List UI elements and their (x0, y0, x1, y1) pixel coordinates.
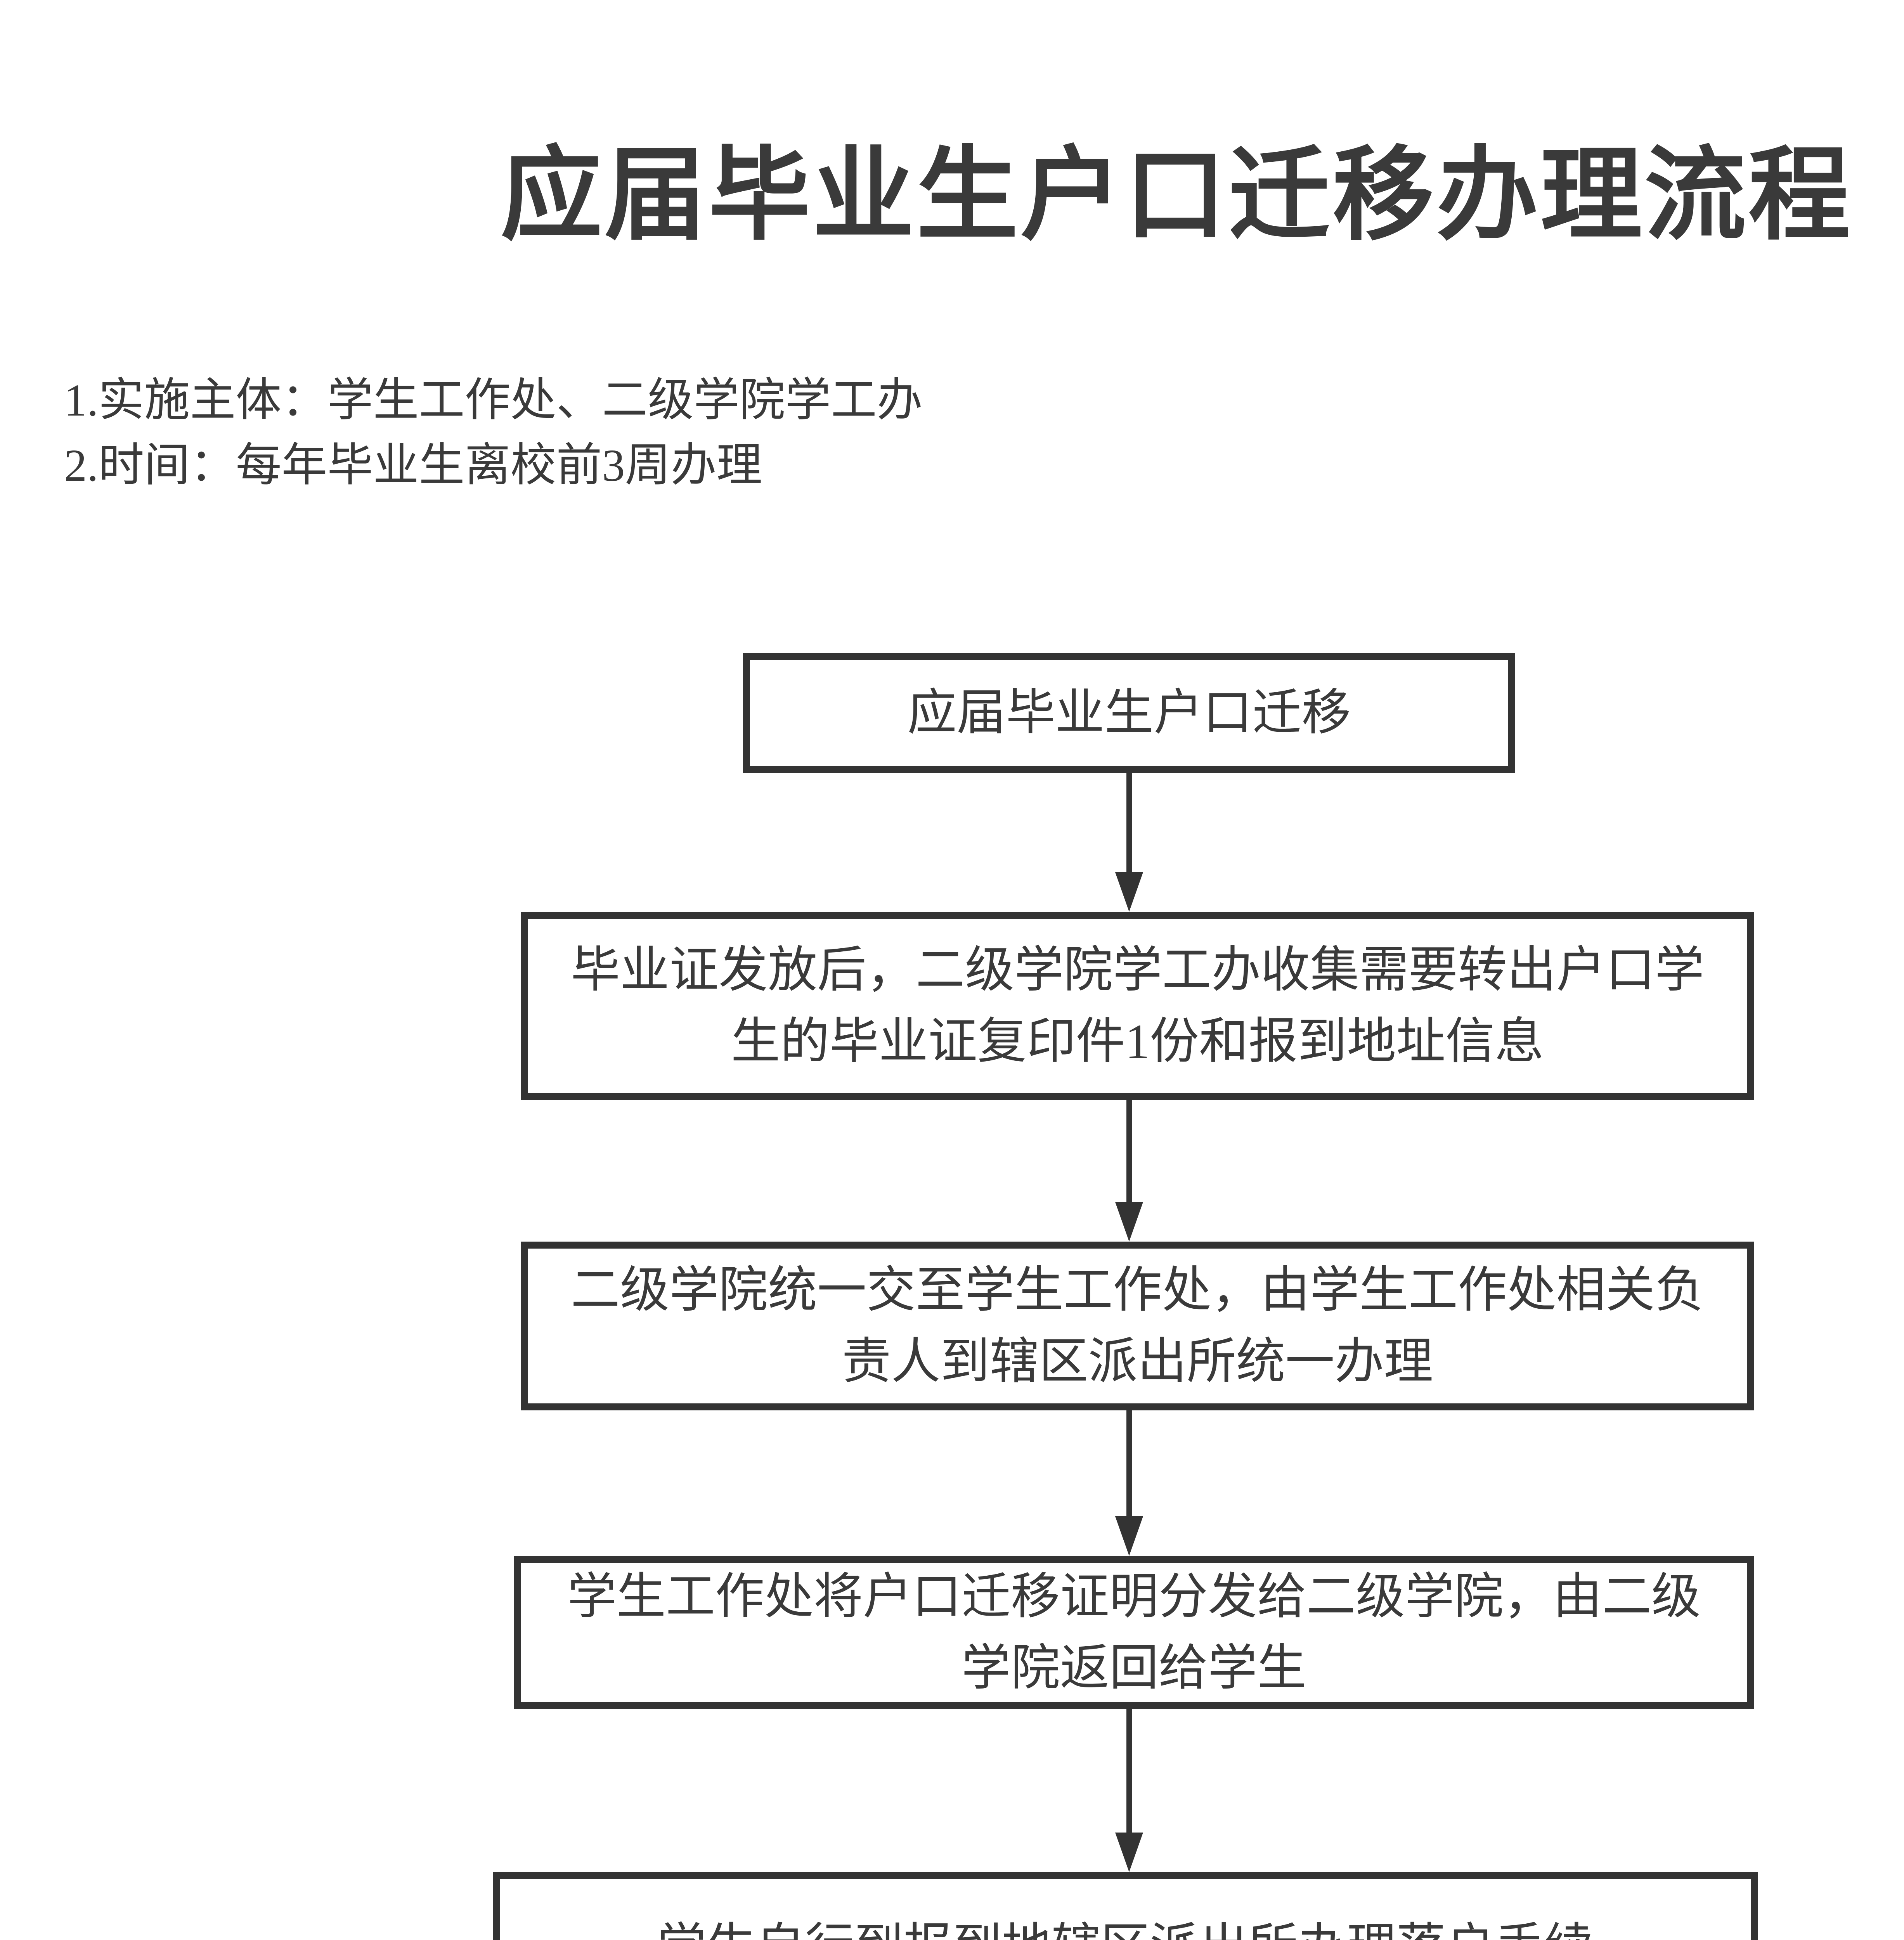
note-line-2: 2.时间：每年毕业生离校前3周办理 (64, 440, 762, 491)
flow-node-label: 应届毕业生户口迁移 (907, 686, 1351, 740)
flow-node-step-3: 学生工作处将户口迁移证明分发给二级学院，由二级学院返回给学生 (514, 1556, 1754, 1709)
flow-node-label: 毕业证发放后，二级学院学工办收集需要转出户口学生的毕业证复印件1份和报到地址信息 (570, 943, 1704, 1069)
flow-connector-1 (1126, 773, 1132, 873)
note-line-1: 1.实施主体：学生工作处、二级学院学工办 (64, 375, 923, 426)
flow-node-step-2: 二级学院统一交至学生工作处，由学生工作处相关负责人到辖区派出所统一办理 (521, 1242, 1754, 1410)
page-title: 应届毕业生户口迁移办理流程 (501, 138, 1852, 252)
down-arrow-icon (1115, 1516, 1143, 1556)
flow-connector-4 (1126, 1709, 1132, 1833)
down-arrow-icon (1115, 1202, 1143, 1242)
flow-node-label: 学生工作处将户口迁移证明分发给二级学院，由二级学院返回给学生 (567, 1569, 1701, 1696)
down-arrow-icon (1115, 1833, 1143, 1872)
flow-node-start: 应届毕业生户口迁移 (743, 653, 1515, 773)
down-arrow-icon (1115, 872, 1143, 912)
flow-node-label: 二级学院统一交至学生工作处，由学生工作处相关负责人到辖区派出所统一办理 (570, 1263, 1704, 1389)
flow-node-end: 学生自行到报到地辖区派出所办理落户手续 (493, 1872, 1758, 1940)
flow-node-label: 学生自行到报到地辖区派出所办理落户手续 (657, 1911, 1593, 1940)
flow-connector-2 (1126, 1100, 1132, 1203)
flow-connector-3 (1126, 1410, 1132, 1517)
flow-node-step-1: 毕业证发放后，二级学院学工办收集需要转出户口学生的毕业证复印件1份和报到地址信息 (521, 912, 1754, 1100)
notes-list: 1.实施主体：学生工作处、二级学院学工办 2.时间：每年毕业生离校前3周办理 (64, 368, 923, 498)
